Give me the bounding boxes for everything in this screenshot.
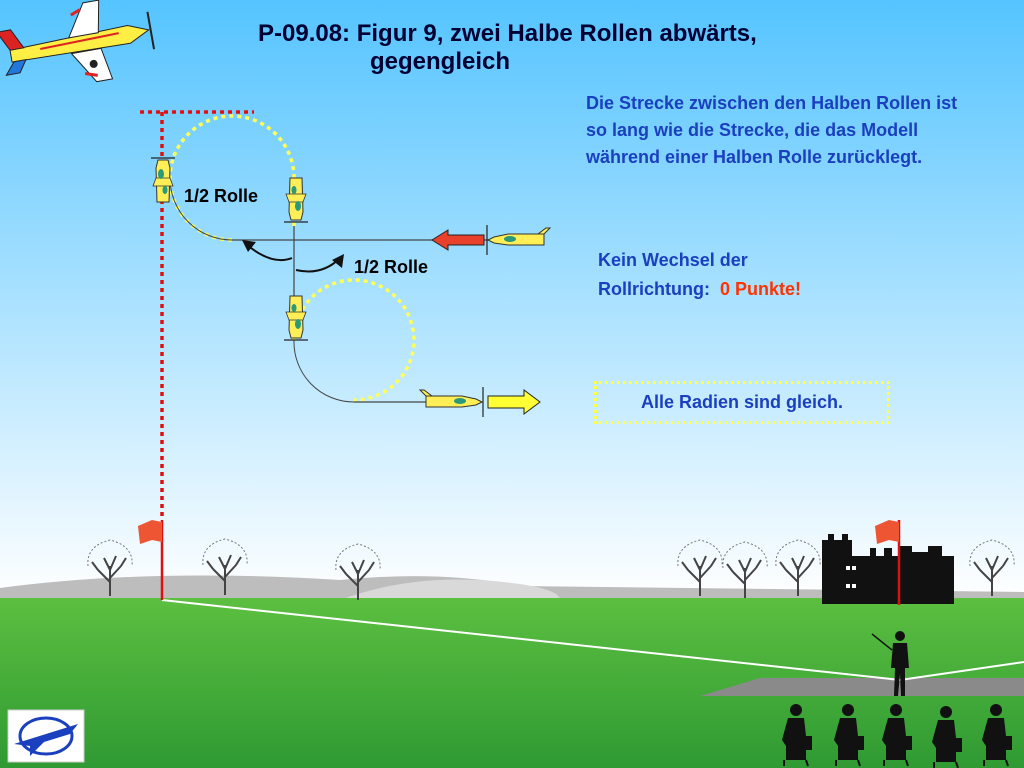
hill-light (340, 579, 560, 600)
club-emblem-icon (7, 709, 85, 763)
warning-line-1: Kein Wechsel der (598, 250, 748, 270)
roll-label-1: 1/2 Rolle (184, 186, 259, 206)
flight-path-lower-loop (292, 278, 416, 402)
rule-warning: Kein Wechsel der Rollrichtung: 0 Punkte! (598, 246, 898, 304)
flight-path-lower-arc (293, 339, 355, 403)
explanation-note: Die Strecke zwischen den Halben Rollen i… (586, 93, 958, 167)
radius-note-text: Alle Radien sind gleich. (640, 392, 844, 412)
sky (0, 0, 1024, 600)
roll-arrowhead-2 (332, 254, 344, 268)
page-title-line-1: P-09.08: Figur 9, zwei Halbe Rollen abwä… (258, 20, 757, 47)
roll-label-2: 1/2 Rolle (354, 257, 429, 277)
radius-note-box: Alle Radien sind gleich. (594, 381, 890, 424)
warning-line-2: Rollrichtung: (598, 279, 710, 299)
flight-path-upper-arc (169, 177, 233, 241)
baseline (161, 599, 1024, 681)
flight-path-upper-loop (168, 114, 296, 242)
flag-icon (875, 520, 899, 544)
castle-windows (846, 566, 856, 588)
pilot-silhouette-icon (871, 631, 909, 696)
page-title-line-2: gegengleich (370, 48, 511, 75)
entry-direction-arrow (431, 229, 485, 251)
runway (700, 678, 1024, 696)
flag-icon (138, 520, 162, 544)
exit-direction-arrow (487, 389, 541, 415)
penalty-text: 0 Punkte! (720, 279, 802, 299)
aircraft-logo-icon (0, 0, 156, 83)
roll-arrowhead-1 (242, 240, 256, 252)
